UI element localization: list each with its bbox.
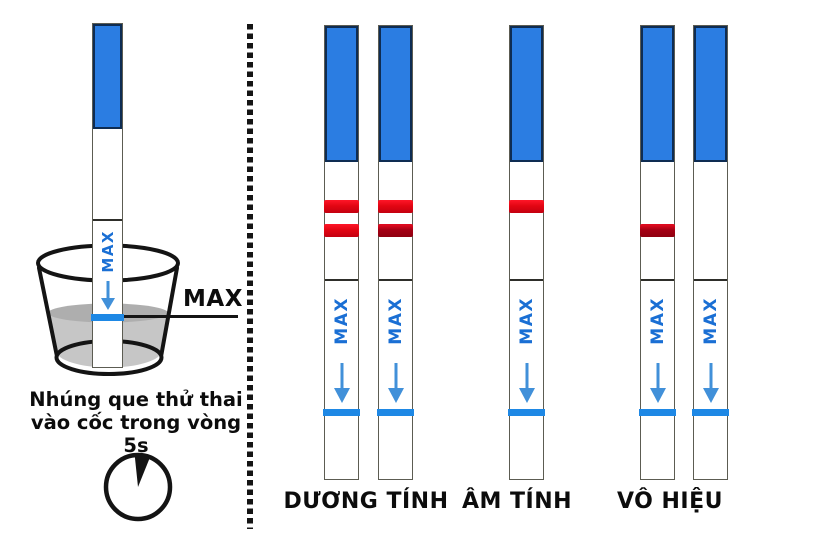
down-arrow-icon — [387, 363, 404, 403]
dip-caption-line1: Nhúng que thử thai — [29, 388, 243, 411]
strip-max-label: MAX — [331, 297, 352, 345]
strip-handle — [510, 26, 543, 162]
max-callout-line — [112, 315, 238, 318]
strip-segment-line — [379, 279, 412, 281]
timer-wedge — [134, 455, 150, 487]
strip-handle — [641, 26, 674, 162]
strip-handle — [93, 24, 122, 129]
down-arrow-icon — [100, 281, 115, 310]
red-line-control — [378, 200, 413, 213]
strip-max-label: MAX — [700, 297, 721, 345]
strip-max-label: MAX — [385, 297, 406, 345]
strip-handle — [325, 26, 358, 162]
result-label: ÂM TÍNH — [461, 489, 573, 514]
down-arrow-icon — [518, 363, 535, 403]
strip-segment-line — [694, 279, 727, 281]
result-strip: MAX — [639, 25, 676, 480]
dip-caption-line2: vào cốc trong vòng 5s — [30, 411, 242, 457]
max-callout-label: MAX — [183, 286, 243, 312]
timer-icon — [103, 452, 173, 522]
result-strip: MAX — [323, 25, 360, 480]
red-line-test — [378, 224, 413, 237]
cup-wall-right — [159, 266, 179, 356]
strip-segment-line — [325, 279, 358, 281]
strip-segment-line — [641, 279, 674, 281]
result-label: DƯƠNG TÍNH — [283, 489, 449, 514]
strip-handle — [694, 26, 727, 162]
max-level-line — [639, 409, 676, 416]
down-arrow-icon — [333, 363, 350, 403]
result-strip: MAX — [508, 25, 545, 480]
red-line-control — [324, 200, 359, 213]
strip-max-label: MAX — [98, 230, 117, 273]
result-strip: MAX — [692, 25, 729, 480]
strip-handle — [379, 26, 412, 162]
max-level-line — [508, 409, 545, 416]
result-label: VÔ HIỆU — [617, 489, 723, 514]
strip-segment-line — [93, 219, 122, 221]
dip-caption: Nhúng que thử thai vào cốc trong vòng 5s — [22, 388, 250, 457]
down-arrow-icon — [649, 363, 666, 403]
max-level-line — [323, 409, 360, 416]
strip-segment-line — [510, 279, 543, 281]
max-level-line — [377, 409, 414, 416]
strip-max-label: MAX — [516, 297, 537, 345]
red-line-control — [509, 200, 544, 213]
red-line-test — [324, 224, 359, 237]
strip-max-label: MAX — [647, 297, 668, 345]
divider-dotted-line — [247, 24, 253, 529]
max-level-line — [692, 409, 729, 416]
result-strip: MAX — [377, 25, 414, 480]
instruction-strip: MAX — [91, 23, 124, 368]
red-line-test — [640, 224, 675, 237]
max-level-line — [91, 314, 124, 321]
down-arrow-icon — [702, 363, 719, 403]
cup-wall-left — [37, 266, 59, 356]
